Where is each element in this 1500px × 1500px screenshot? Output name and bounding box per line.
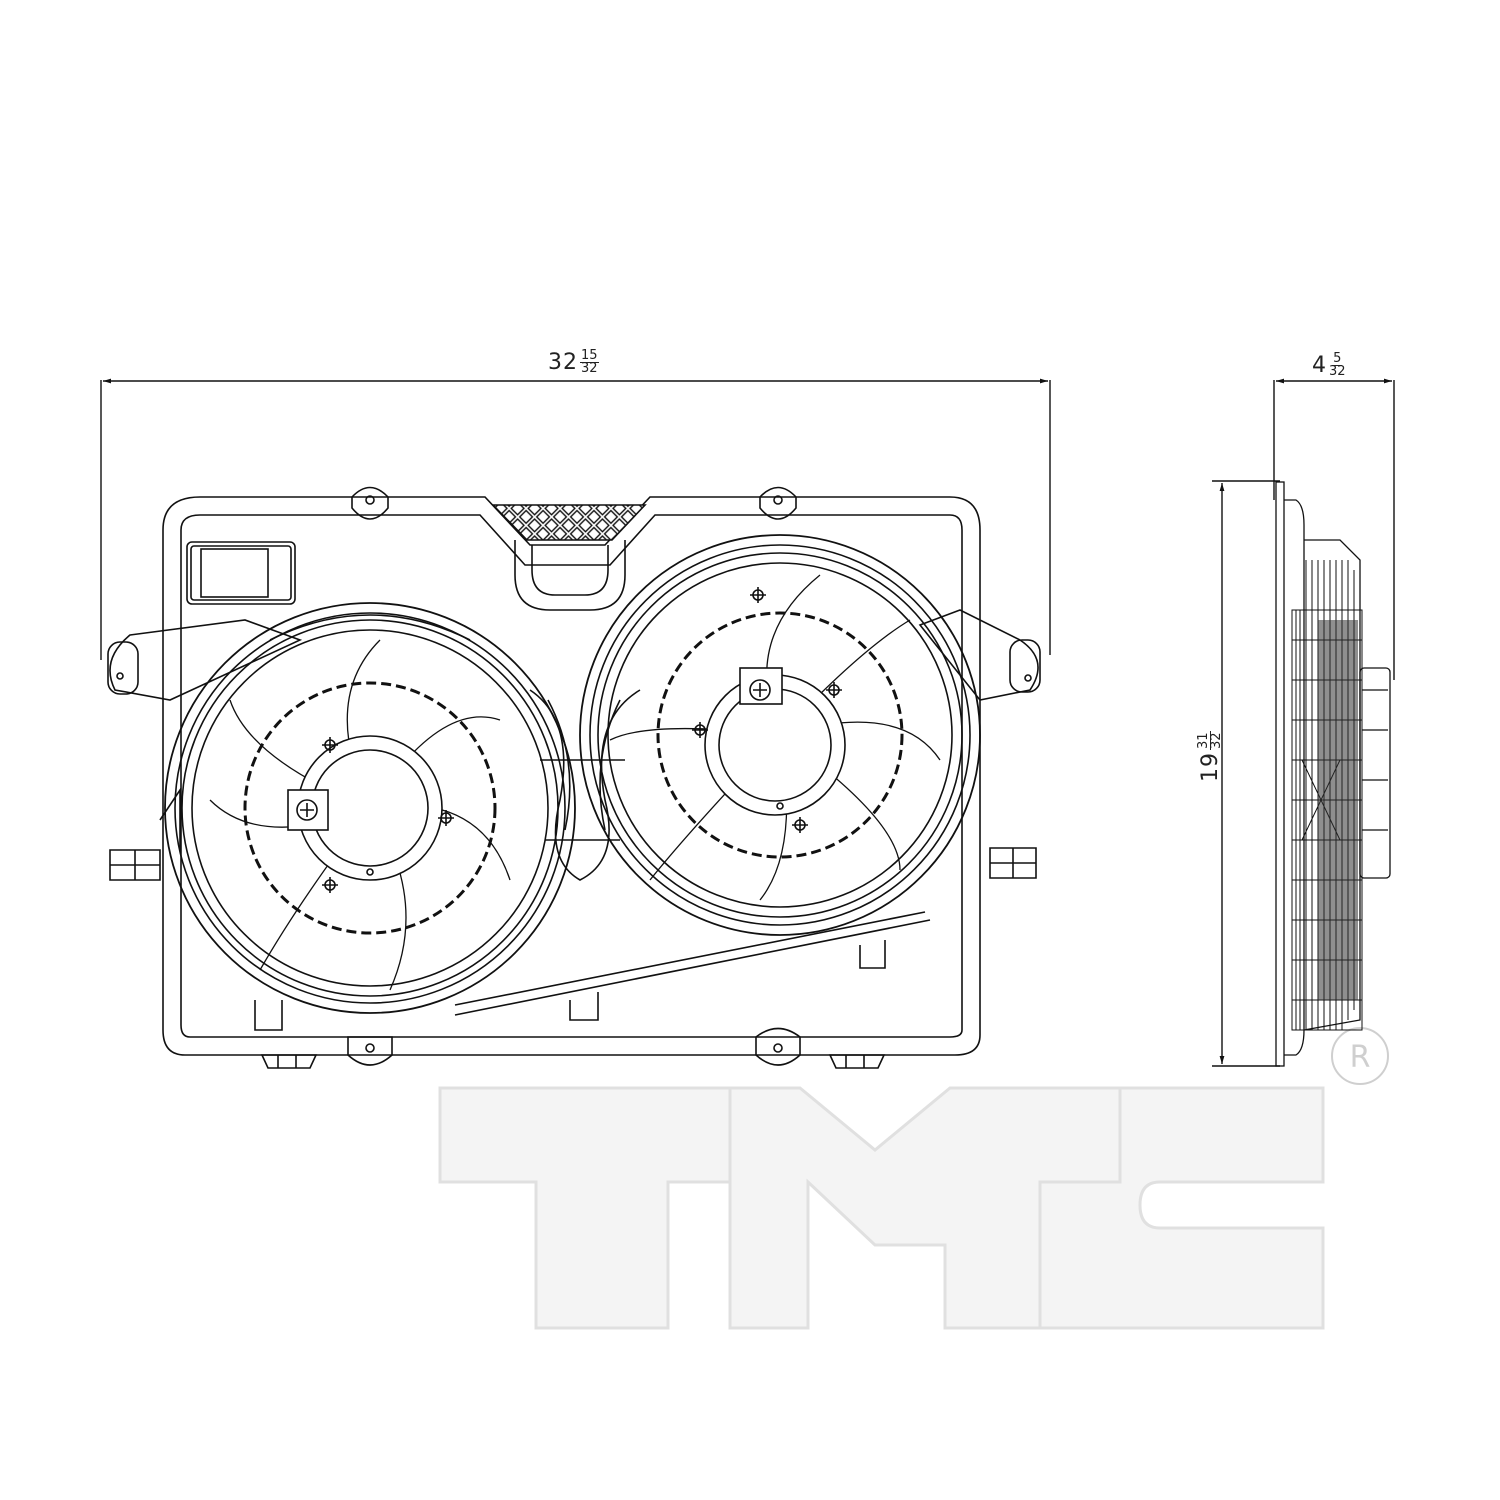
watermark-letter-t: [438, 1086, 732, 1330]
right-fan: [579, 534, 981, 936]
svg-text:R: R: [1350, 1040, 1371, 1075]
registered-mark: R: [1331, 1027, 1389, 1085]
top-mesh-vent: [491, 504, 647, 541]
tyc-watermark-logo: [438, 1086, 1325, 1330]
width-dimension: [100, 378, 1051, 660]
left-fan: [164, 602, 576, 1014]
bottom-rail: [454, 911, 931, 1016]
side-view: [1275, 481, 1391, 1067]
top-center-notch: [514, 540, 626, 611]
depth-dimension: [1273, 378, 1395, 680]
watermark-letter-c: [1038, 1086, 1325, 1330]
shroud-outer-frame: [162, 496, 981, 1056]
shroud-inner-frame: [180, 514, 963, 1038]
mount-points: [692, 587, 842, 833]
side-brackets: [107, 609, 1041, 881]
height-dimension: [1212, 480, 1280, 1067]
side-view-motor: [1359, 667, 1391, 879]
mount-points: [322, 737, 454, 893]
label-plate: [186, 541, 296, 605]
mounting-lugs: [260, 486, 886, 1069]
front-view: [107, 486, 1041, 1069]
